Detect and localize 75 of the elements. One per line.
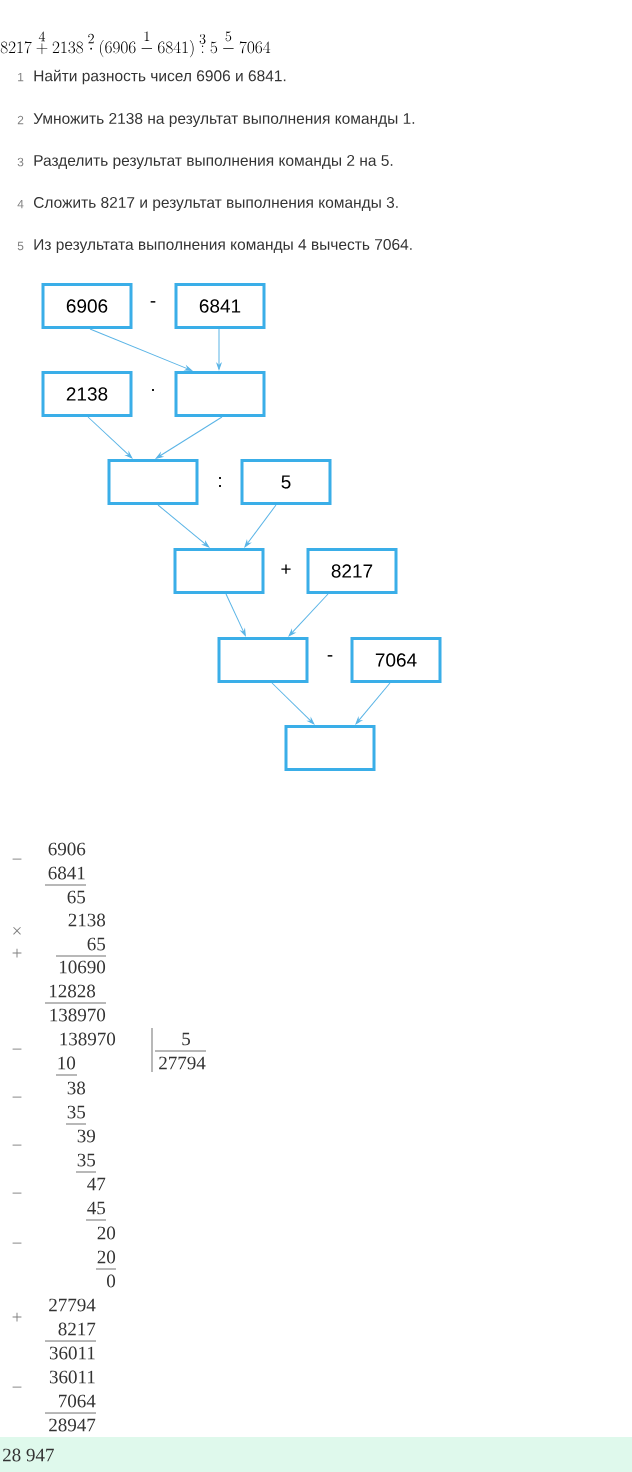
column-number: 65 [67,890,86,904]
empty-box [284,725,376,771]
step-text: Разделить результат выполнения команды 2 на 5. [34,155,393,169]
column-number: 36011 [49,1370,95,1384]
column-number: 47 [87,1177,106,1191]
operation-sign: − [12,1144,22,1146]
operation-sign: − [12,1048,22,1050]
column-number: 28947 [49,1418,96,1432]
column-number: 10690 [59,960,106,974]
column-number: 8217 [58,1322,96,1336]
step-text: Найти разность чисел 6906 и 6841. [34,69,286,85]
number-box: 7064 [350,637,442,683]
operation-sign: × [13,926,21,935]
empty-box [217,637,309,683]
column-number: 5 [182,1032,190,1046]
operation-sign: − [12,1192,22,1194]
column-number: 2138 [68,913,106,927]
arrow [157,504,210,548]
step-number: 2 [17,115,24,125]
empty-box [107,459,199,505]
column-number: 38 [67,1081,86,1095]
arrow [355,682,391,725]
step-text: Из результата выполнения команды 4 вычесть 7064. [34,239,412,253]
column-number: 39 [77,1129,95,1143]
answer: 28 947 [0,1437,632,1472]
step-text: Умножить 2138 на результат выполнения команды 1. [33,113,415,127]
operation-sign: − [12,1242,22,1244]
operation-sign: − [12,858,22,860]
step-number: 5 [17,241,24,251]
column-number: 35 [67,1105,86,1119]
column-number: 27794 [49,1298,96,1312]
step-number: 3 [17,157,24,167]
operation-sign: + [12,948,22,958]
column-number: 7064 [59,1394,96,1408]
number-box: 5 [240,459,332,505]
arrow [89,328,193,371]
column-number: 0 [107,1274,116,1288]
empty-box [173,548,265,594]
column-number: 36011 [49,1346,95,1360]
column-number: 12828 [49,984,96,998]
column-number: 138970 [50,1008,106,1022]
number-box: 6906 [41,283,133,329]
operation-sign: − [12,1386,22,1388]
arrow [288,593,329,637]
column-number: 20 [97,1226,116,1240]
column-number: 10 [58,1056,76,1070]
step-number: 1 [18,72,24,82]
arrow [244,504,277,548]
column-number: 6906 [48,842,86,856]
number-box: 8217 [306,548,398,594]
step-number: 4 [17,199,24,209]
arrow [225,593,246,637]
step-text: Сложить 8217 и результат выполнения команды 3. [34,197,398,211]
operation-sign: − [12,1096,22,1098]
operator-sign: + [281,564,291,574]
column-number: 20 [97,1250,116,1264]
number-box: 2138 [41,371,133,417]
operator-sign: : [219,477,221,488]
column-number: 27794 [159,1056,206,1070]
arrow [155,416,223,459]
column-number: 65 [87,937,106,951]
arrow [271,682,315,725]
column-number: 45 [87,1201,106,1215]
number-box: 6841 [174,283,266,329]
operation-sign: + [12,1312,22,1322]
column-number: 35 [77,1153,96,1167]
operator-sign: · [152,388,154,391]
expression: $8217\mathbin{\stackrel{4}{+}}2138\mathbin{\stackrel{2}{\cdot}}(6906\mathbin{\stackrel{1}{-}}6841)\mathbin{\stackrel{3}{:}}5\mathbin{\stackrel{5}{-}}7064$ [0,31,271,58]
operator-sign: - [327,655,333,657]
empty-box [174,371,266,417]
operator-sign: - [150,301,156,303]
column-number: 6841 [48,866,85,880]
column-number: 138970 [60,1032,116,1046]
arrow [87,416,133,459]
arrow [216,328,222,370]
